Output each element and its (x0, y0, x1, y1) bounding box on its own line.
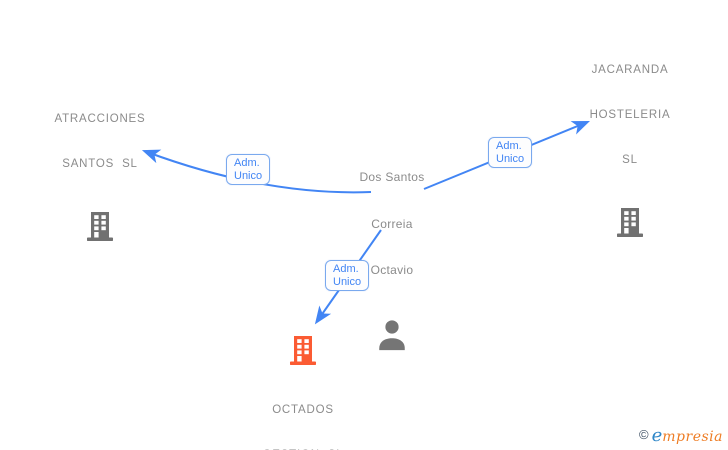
relationship-label-jacaranda: Adm. Unico (488, 137, 533, 168)
company-name: JACARANDA HOSTELERIA SL (589, 64, 671, 166)
relationship-label-atracciones: Adm. Unico (226, 154, 271, 185)
empresia-logo: ©empresia (639, 425, 723, 446)
relationship-label-octados: Adm. Unico (325, 260, 370, 291)
company-name: OCTADOS GESTION SL (262, 404, 342, 450)
person-node-dos-santos[interactable]: Dos Santos Correia Octavio (332, 139, 452, 352)
building-icon (617, 208, 643, 237)
copyright-symbol: © (639, 427, 649, 442)
company-node-atracciones[interactable]: ATRACCIONES SANTOS SL (20, 82, 180, 242)
company-node-jacaranda[interactable]: JACARANDA HOSTELERIA SL (570, 33, 690, 238)
building-icon (87, 212, 113, 241)
company-name: ATRACCIONES SANTOS SL (54, 113, 146, 170)
building-icon (290, 336, 316, 365)
person-icon (379, 319, 405, 350)
brand-name: mpresia (662, 429, 723, 445)
brand-initial: e (651, 425, 663, 446)
company-node-octados[interactable]: OCTADOS GESTION SL (243, 334, 363, 450)
